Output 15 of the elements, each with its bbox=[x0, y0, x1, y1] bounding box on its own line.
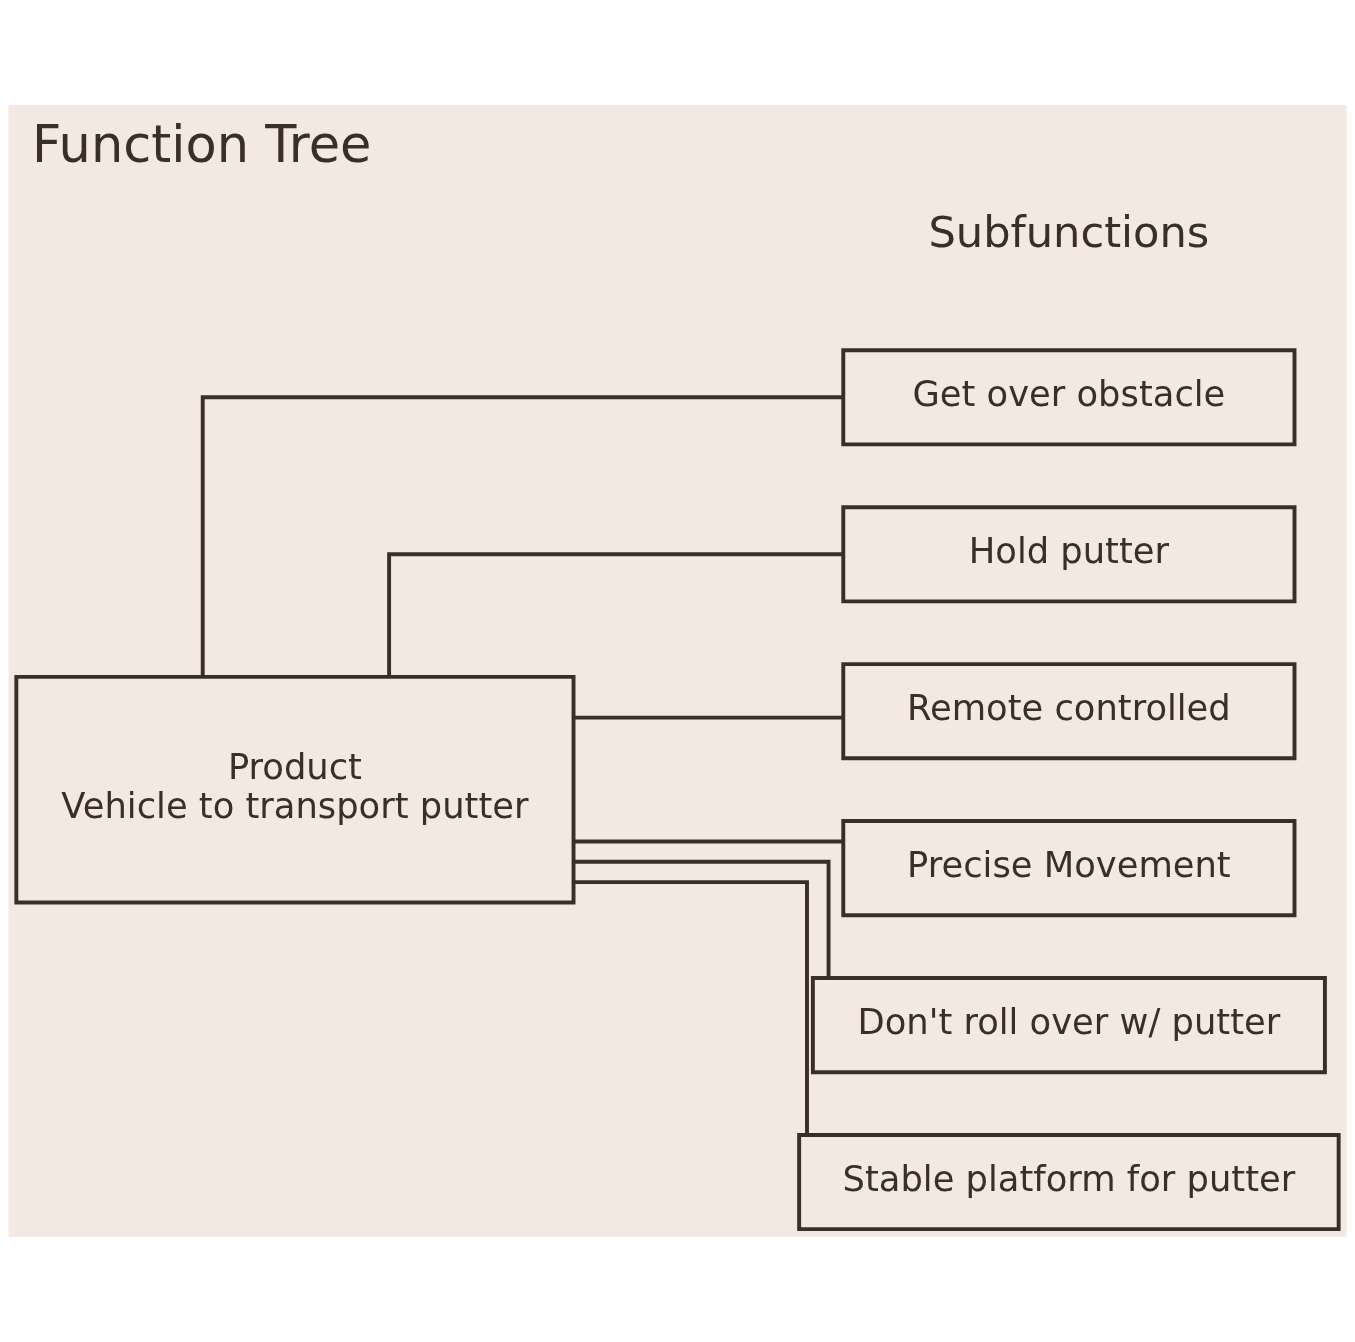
connector bbox=[200, 395, 843, 677]
connector bbox=[573, 839, 843, 844]
diagram-title: Function Tree bbox=[32, 114, 372, 174]
node-box: Precise Movement bbox=[841, 819, 1297, 918]
label: Subfunctions bbox=[928, 207, 1210, 258]
connector bbox=[387, 552, 843, 677]
node-box: Get over obstacle bbox=[841, 348, 1297, 447]
node-box: Stable platform for putter bbox=[797, 1133, 1341, 1232]
node-box: Hold putter bbox=[841, 505, 1297, 604]
node-box: Product Vehicle to transport putter bbox=[14, 674, 576, 905]
connector bbox=[573, 715, 843, 720]
connector bbox=[574, 880, 809, 1135]
connector bbox=[574, 859, 831, 978]
node-box: Don't roll over w/ putter bbox=[810, 976, 1327, 1075]
node-box: Remote controlled bbox=[841, 662, 1297, 761]
